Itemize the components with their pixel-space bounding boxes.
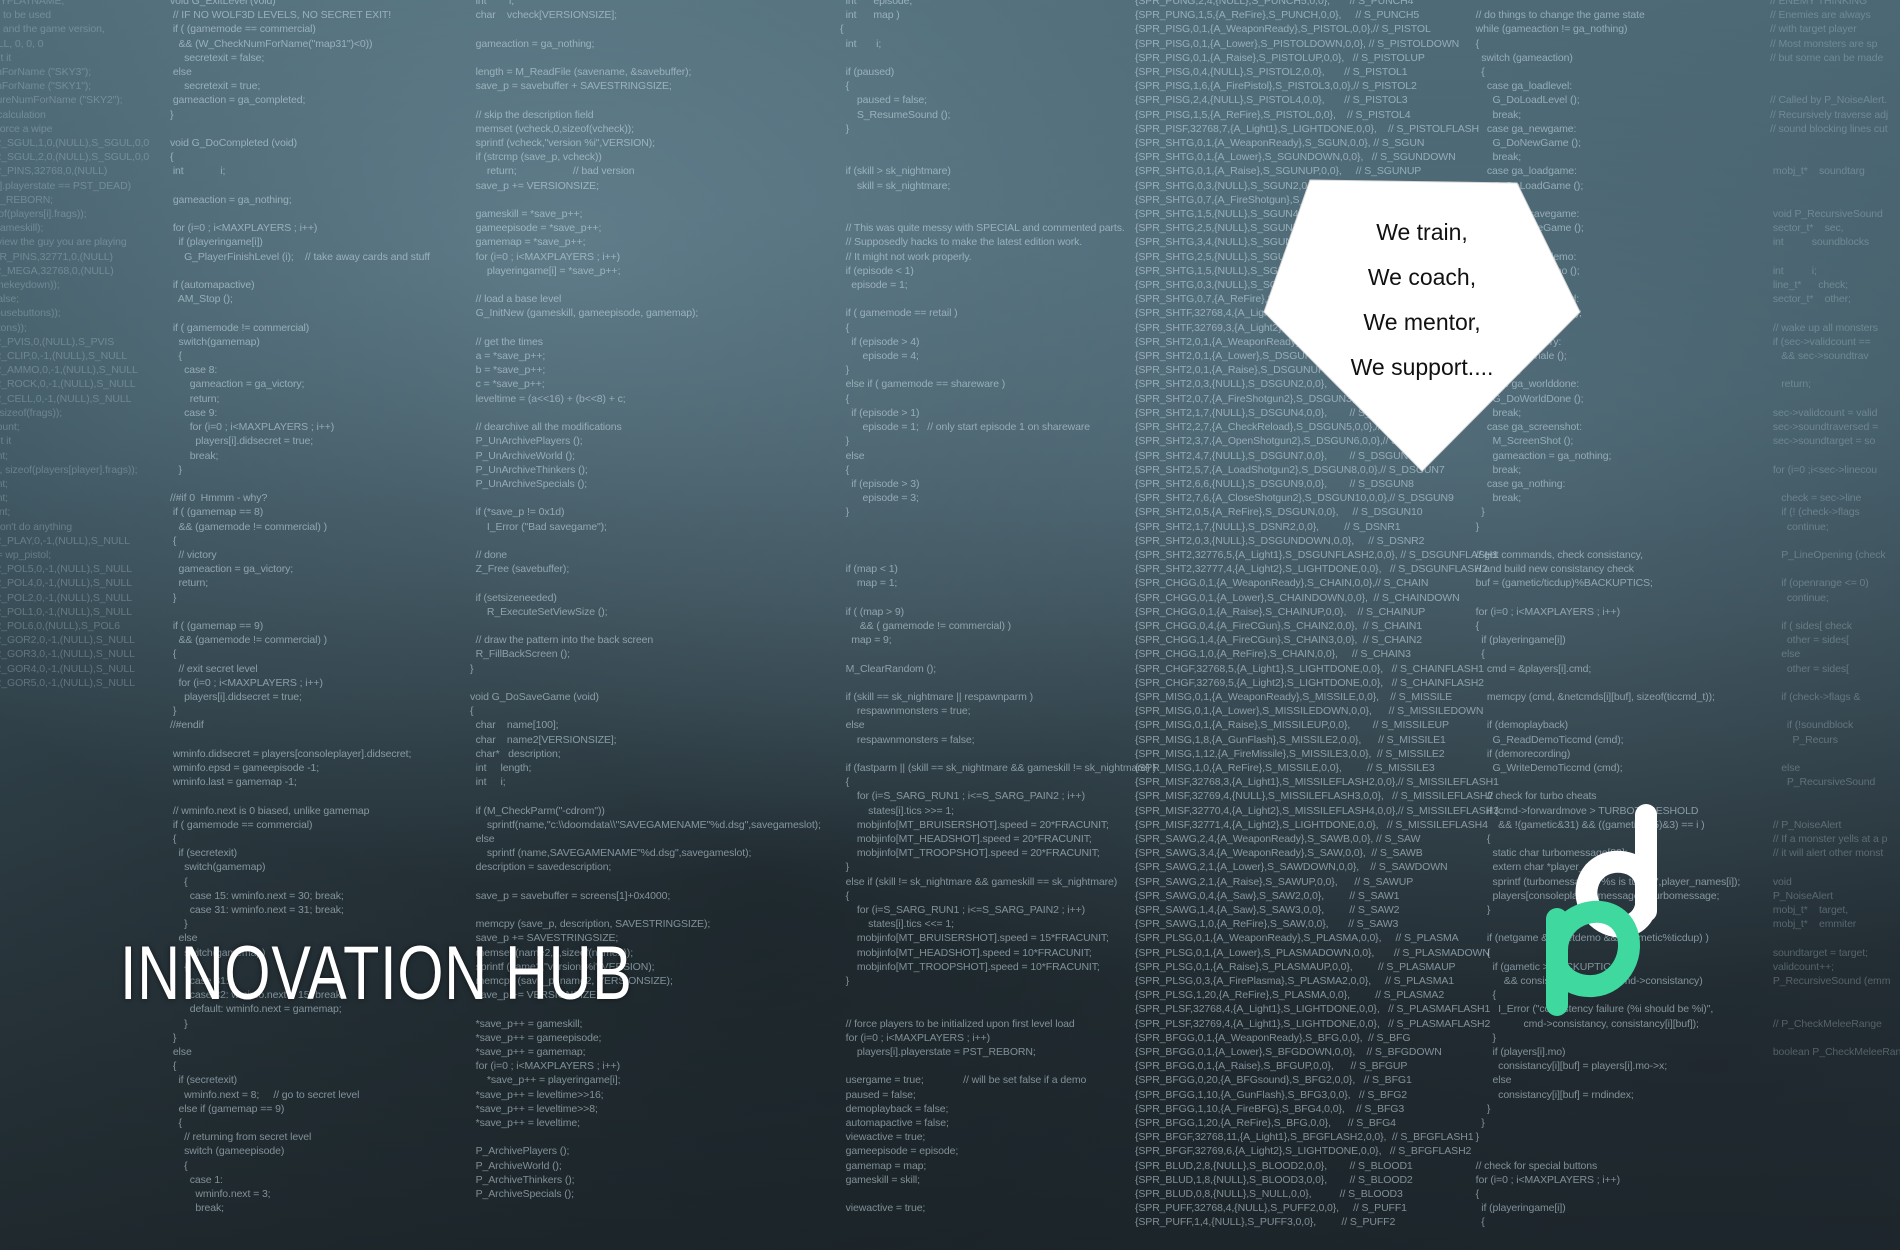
speech-line: We mentor, (1363, 309, 1481, 335)
innovation-hub-title: INNOVATION HUB (120, 931, 633, 1016)
pd-logo-mark (1546, 804, 1657, 1016)
code-column: int episode, int map ) { int i; if (paus… (840, 0, 1156, 1215)
speech-line: We support.... (1350, 354, 1494, 380)
speech-line: We coach, (1367, 264, 1477, 290)
code-column: // ENEMY THINKING // Enemies are always … (1770, 0, 1900, 1059)
pd-logo-icon (1535, 800, 1675, 1020)
code-column: void G_ExitLevel (void) // IF NO WOLF3D … (170, 0, 430, 1215)
speech-bubble-text: We train, We coach, We mentor, We suppor… (1262, 210, 1582, 390)
speech-bubble-shape (1263, 179, 1581, 472)
speech-bubble: We train, We coach, We mentor, We suppor… (1262, 178, 1582, 478)
speech-line: We train, (1376, 219, 1468, 245)
code-column: int i; char vcheck[VERSIONSIZE]; gameact… (470, 0, 821, 1201)
code-column: { SKYFLATNAME, ume to be used ode, and t… (0, 0, 150, 689)
